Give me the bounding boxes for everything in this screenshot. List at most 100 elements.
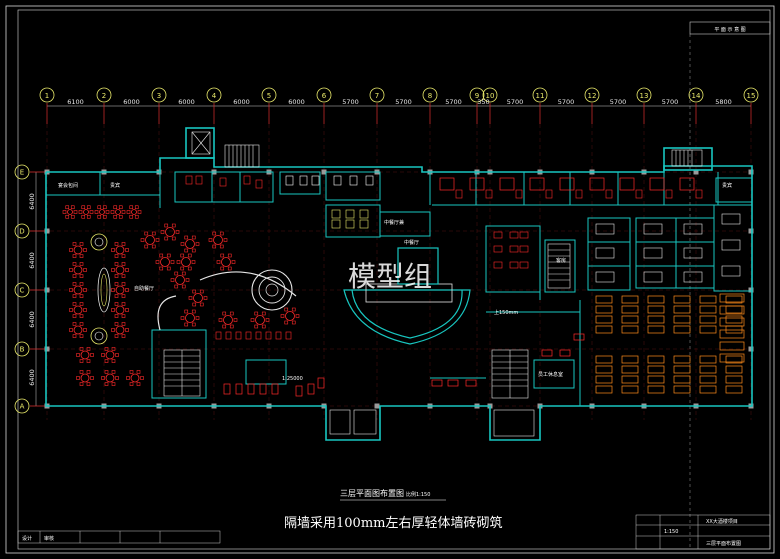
classroom-desk [621, 365, 639, 374]
chair [129, 205, 134, 210]
column-axis-bubble [584, 87, 600, 103]
chair [134, 214, 139, 219]
row-axis-bubble [14, 282, 30, 298]
rotunda-inner-arc [351, 289, 463, 339]
feature-table [90, 327, 108, 345]
chair [170, 260, 175, 264]
classroom-desk [725, 355, 743, 364]
chair [79, 282, 84, 286]
chair [69, 248, 73, 252]
dining-table [99, 209, 105, 215]
dining-table [105, 373, 115, 383]
room-bed [721, 239, 741, 251]
plan-note: 隔墙采用100mm左右厚轻体墙砖砌筑 [284, 515, 502, 531]
row-axis-bubble [14, 341, 30, 357]
classroom-desk [621, 385, 639, 394]
row-axis-label: D [19, 228, 24, 236]
guest-bed [439, 177, 455, 191]
column-spacing-label: 350 [477, 98, 489, 106]
chair [72, 262, 77, 266]
small-fixture [185, 175, 193, 185]
room-bed [683, 223, 703, 235]
row-axis-bubble [14, 398, 30, 414]
side-desk [719, 329, 745, 339]
wc-stall [359, 219, 369, 229]
chair [72, 302, 77, 306]
chair [126, 210, 131, 214]
chair [136, 382, 141, 386]
chair [79, 314, 84, 318]
private-table [519, 231, 529, 239]
chair [83, 248, 87, 252]
feature-curve [199, 271, 297, 297]
chair [79, 242, 84, 246]
room-label-banquet: 宴会包间 [58, 182, 78, 189]
column-spacing-label: 5700 [445, 98, 462, 106]
title-block-scale: 1:150 [664, 529, 678, 535]
chair [261, 311, 266, 316]
classroom-desk [673, 355, 691, 364]
classroom-desk [725, 385, 743, 394]
furniture-layer [62, 175, 745, 397]
row-spacing-label: 6400 [28, 252, 36, 269]
chair [86, 347, 91, 351]
plan-scale: 比例1:150 [406, 491, 430, 498]
column-spacing-label: 6000 [178, 98, 195, 106]
room-label-buffet: 自助餐厅 [134, 285, 154, 292]
chair [171, 223, 176, 228]
chair [180, 253, 185, 258]
classroom-desk [647, 315, 665, 324]
classroom-desk [673, 325, 691, 334]
classroom-desk [673, 365, 691, 374]
classroom-desk [621, 355, 639, 364]
row-axis-bubble [14, 164, 30, 180]
column-axis-label: 1 [45, 92, 49, 100]
classroom-desk [673, 385, 691, 394]
chair [111, 268, 115, 272]
classroom-desk [725, 295, 743, 304]
chair [155, 238, 160, 242]
classroom-desk [699, 295, 717, 304]
classroom-desk [595, 315, 613, 324]
chair [101, 353, 105, 357]
chair [192, 302, 197, 307]
column-axis-bubble [369, 87, 385, 103]
classroom-desk [673, 315, 691, 324]
chair [129, 370, 134, 374]
classroom-desk [725, 315, 743, 324]
chair [254, 324, 259, 329]
column-axis-label: 14 [692, 92, 701, 100]
chair [192, 289, 197, 294]
guest-bed [649, 177, 665, 191]
chair [191, 309, 196, 314]
chair [121, 242, 126, 246]
bottom-strip [17, 530, 221, 544]
chair [171, 236, 176, 241]
bedside [605, 189, 613, 199]
chair [121, 262, 126, 266]
room-label-scale-note: 1:25000 [282, 376, 303, 382]
classroom-desk [699, 325, 717, 334]
guest-bed [679, 177, 695, 191]
room-label-level: 上150mm [494, 309, 518, 316]
chair [121, 210, 126, 214]
guest-bed [559, 177, 575, 191]
chair [229, 324, 234, 329]
column-axis-bubble [316, 87, 332, 103]
rotunda-hall [397, 247, 439, 285]
chair [284, 320, 289, 325]
column-axis-label: 8 [428, 92, 432, 100]
chair [69, 288, 73, 292]
room-bed [721, 265, 741, 277]
private-table [509, 231, 519, 239]
private-table [519, 245, 529, 253]
header-label: 平 面 示 意 图 [714, 26, 745, 33]
fixture [299, 175, 308, 186]
dining-table [83, 209, 89, 215]
chair [212, 244, 217, 249]
footer-left: 设计 [22, 535, 32, 542]
feature-table-center [94, 237, 104, 247]
bar-stool [255, 331, 262, 340]
classroom-desk [647, 305, 665, 314]
lounge-seat [223, 383, 231, 395]
